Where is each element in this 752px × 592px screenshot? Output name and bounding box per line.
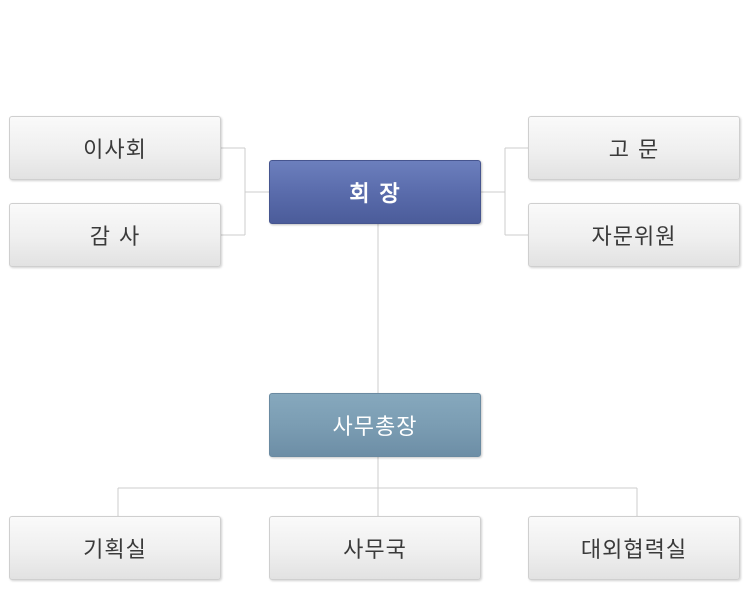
chairman-label: 회 장 xyxy=(349,182,401,207)
planning-office-box: 기획실 xyxy=(9,516,221,580)
auditor-box: 감 사 xyxy=(9,203,221,267)
advisory-committee-box: 자문위원 xyxy=(528,203,740,267)
board-box: 이사회 xyxy=(9,116,221,180)
auditor-label: 감 사 xyxy=(89,225,141,250)
external-affairs-label: 대외협력실 xyxy=(580,538,688,563)
advisory-committee-label: 자문위원 xyxy=(591,225,677,250)
board-label: 이사회 xyxy=(83,138,147,163)
secretariat-box: 사무국 xyxy=(269,516,481,580)
secretary-general-label: 사무총장 xyxy=(332,415,418,440)
external-affairs-box: 대외협력실 xyxy=(528,516,740,580)
advisor-label: 고 문 xyxy=(608,138,660,163)
advisor-box: 고 문 xyxy=(528,116,740,180)
secretariat-label: 사무국 xyxy=(343,538,407,563)
chairman-box: 회 장 xyxy=(269,160,481,224)
planning-office-label: 기획실 xyxy=(83,538,147,563)
secretary-general-box: 사무총장 xyxy=(269,393,481,457)
